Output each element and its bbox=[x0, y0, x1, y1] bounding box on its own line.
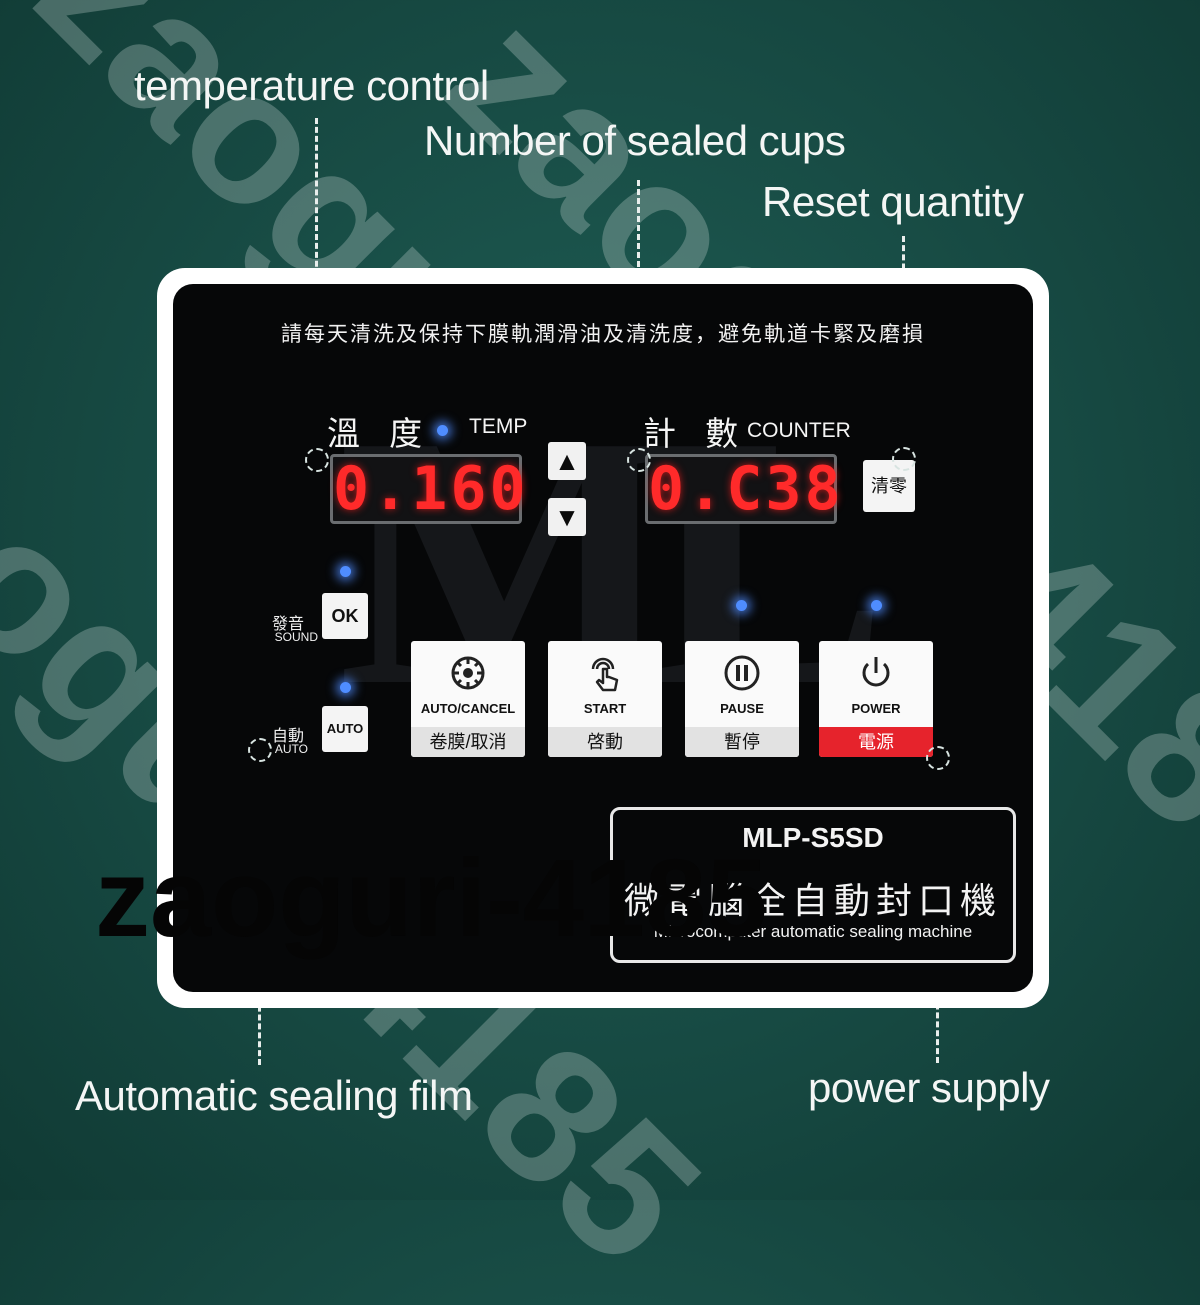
callout-anchor-power bbox=[926, 746, 950, 770]
model-description-en: Microcomputer automatic sealing machine bbox=[653, 922, 973, 941]
model-description-cn: 微電腦全自動封口機 bbox=[623, 880, 1002, 921]
callout-temperature-control: temperature control bbox=[134, 62, 489, 109]
reel-icon bbox=[411, 653, 525, 691]
touch-icon bbox=[548, 653, 662, 692]
power-icon bbox=[819, 653, 933, 691]
power-button[interactable]: POWER 電源 bbox=[819, 641, 933, 757]
callout-reset-quantity: Reset quantity bbox=[762, 178, 1024, 225]
auto-cancel-button[interactable]: AUTO/CANCEL 卷膜/取消 bbox=[411, 641, 525, 757]
counter-display: 0.C38 bbox=[645, 454, 841, 524]
sound-label-cn: 發音 bbox=[271, 616, 304, 633]
model-plate: MLP-S5SD 微電腦全自動封口機 Microcomputer automat… bbox=[610, 807, 1016, 963]
control-panel: ML 請每天清洗及保持下膜軌潤滑油及清洗度，避免軌道卡緊及磨損 溫 度 TEMP… bbox=[157, 268, 1049, 1008]
callout-power-supply: power supply bbox=[808, 1064, 1050, 1111]
temp-down-button[interactable]: ▼ bbox=[548, 498, 586, 536]
auto-indicator-led bbox=[340, 682, 351, 693]
pause-label-cn: 暫停 bbox=[685, 727, 799, 757]
auto-label-cn: 自動 bbox=[271, 728, 304, 745]
pause-label-en: PAUSE bbox=[720, 701, 764, 716]
temp-label-cn: 溫 度 bbox=[327, 415, 433, 452]
callout-anchor-reset bbox=[892, 447, 916, 471]
auto-cancel-label-en: AUTO/CANCEL bbox=[420, 701, 516, 716]
pause-icon bbox=[685, 653, 799, 691]
callout-anchor-film bbox=[248, 738, 272, 762]
start-button[interactable]: START 啓動 bbox=[548, 641, 662, 757]
temp-label-en: TEMP bbox=[469, 415, 528, 438]
model-number: MLP-S5SD bbox=[742, 822, 884, 853]
temperature-display: 0.160 bbox=[330, 454, 526, 524]
start-label-cn: 啓動 bbox=[548, 727, 662, 757]
pause-button[interactable]: PAUSE 暫停 bbox=[685, 641, 799, 757]
counter-label-en: COUNTER bbox=[747, 419, 851, 442]
counter-label-cn: 計 數 bbox=[643, 415, 749, 452]
pause-indicator-led bbox=[736, 600, 747, 611]
power-label-cn: 電源 bbox=[819, 727, 933, 757]
auto-label-en: AUTO bbox=[274, 742, 308, 756]
auto-button[interactable]: AUTO bbox=[322, 706, 368, 752]
maintenance-notice: 請每天清洗及保持下膜軌潤滑油及清洗度，避免軌道卡緊及磨損 bbox=[281, 323, 925, 346]
sound-indicator-led bbox=[340, 566, 351, 577]
callout-anchor-counter bbox=[627, 448, 651, 472]
start-label-en: START bbox=[583, 701, 627, 716]
callout-anchor-temp bbox=[305, 448, 329, 472]
control-panel-face: ML 請每天清洗及保持下膜軌潤滑油及清洗度，避免軌道卡緊及磨損 溫 度 TEMP… bbox=[173, 284, 1033, 992]
watermark-overlay-text: zaoguri-4185 bbox=[95, 837, 768, 960]
sound-label-en: SOUND bbox=[274, 630, 318, 644]
callout-automatic-sealing-film: Automatic sealing film bbox=[75, 1072, 473, 1119]
power-indicator-led bbox=[871, 600, 882, 611]
temp-indicator-led bbox=[437, 425, 448, 436]
power-label-en: POWER bbox=[851, 701, 901, 716]
callout-number-of-sealed-cups: Number of sealed cups bbox=[424, 117, 846, 164]
temp-up-button[interactable]: ▲ bbox=[548, 442, 586, 480]
auto-cancel-label-cn: 卷膜/取消 bbox=[411, 727, 525, 757]
sound-ok-button[interactable]: OK bbox=[322, 593, 368, 639]
